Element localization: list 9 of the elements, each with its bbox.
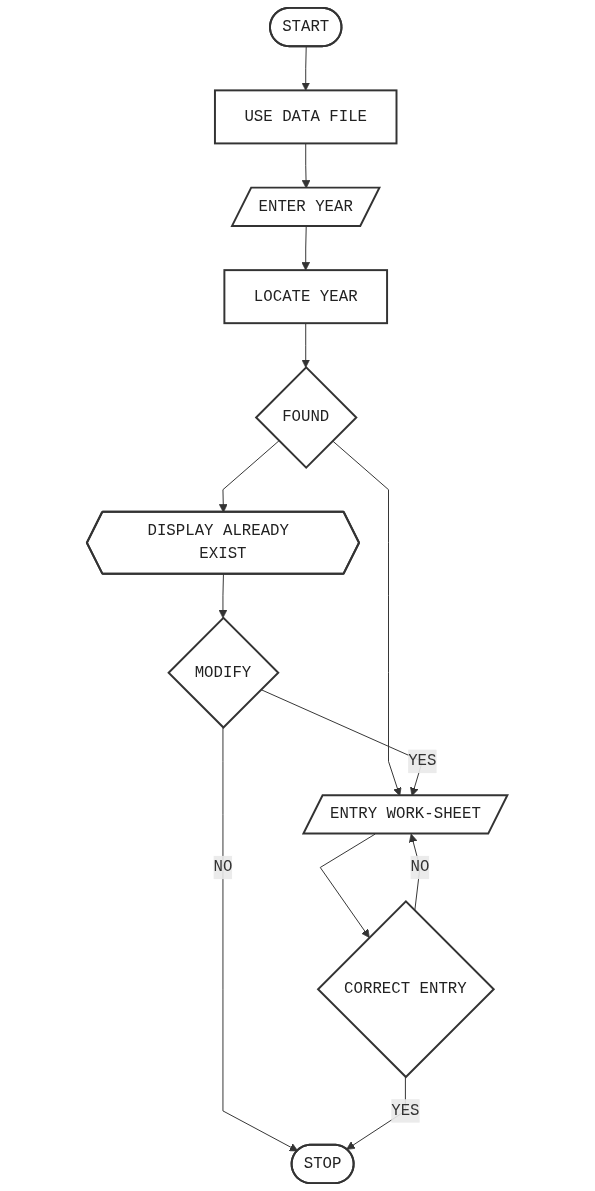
node-diamond: FOUND <box>255 366 359 469</box>
node-box: LOCATE YEAR <box>223 269 389 325</box>
edge-label: YES <box>391 1102 420 1120</box>
node-box: USE DATA FILE <box>214 89 398 145</box>
edge-label: NO <box>213 858 233 877</box>
node-diamond: CORRECT ENTRY <box>317 900 496 1079</box>
edge-label: YES <box>408 752 437 771</box>
node-diamond: MODIFY <box>167 616 280 729</box>
edge-label: NO <box>410 858 430 877</box>
